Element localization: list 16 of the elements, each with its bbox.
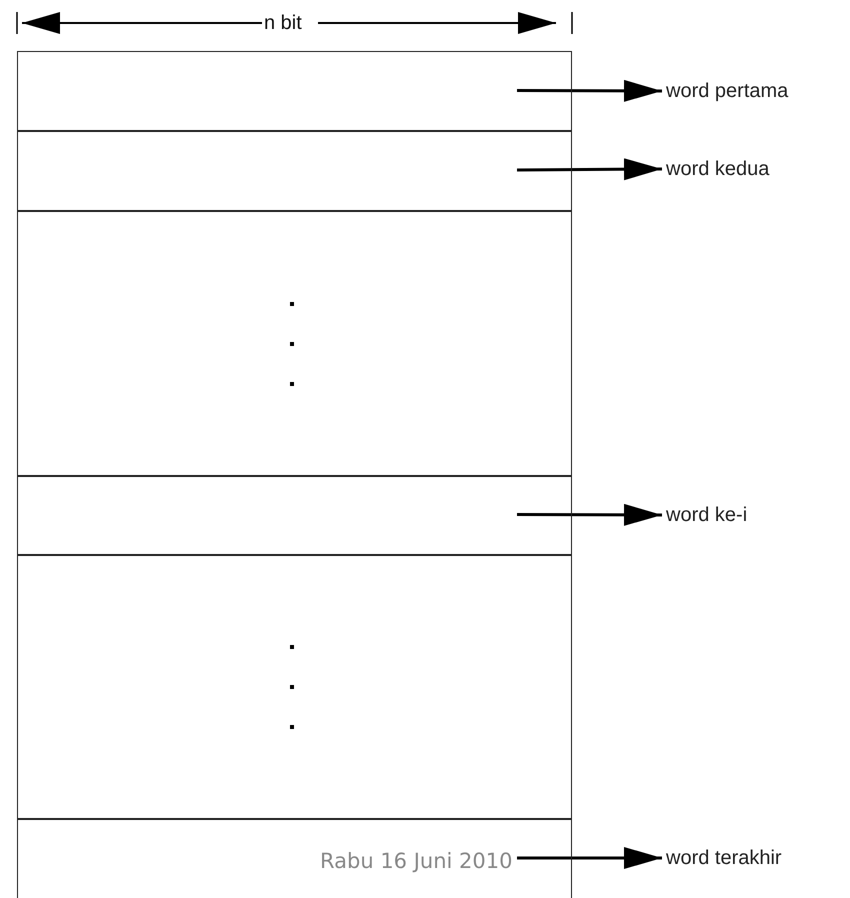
arrow: [517, 158, 662, 180]
arrow: [517, 80, 662, 102]
memory-word-row: [17, 554, 572, 820]
word-label: word kedua: [666, 157, 770, 182]
memory-word-row: [17, 818, 572, 898]
memory-word-row: [17, 130, 572, 212]
arrow: [517, 847, 662, 869]
memory-word-row: [17, 475, 572, 556]
arrow: [517, 504, 662, 526]
word-label: word pertama: [666, 79, 788, 104]
word-label: word ke-i: [666, 503, 748, 528]
memory-word-row: [17, 51, 572, 132]
word-label: word terakhir: [666, 846, 782, 871]
dimension-label: n bit: [264, 11, 302, 35]
footer-date: Rabu 16 Juni 2010: [320, 848, 512, 874]
memory-word-row: [17, 210, 572, 476]
